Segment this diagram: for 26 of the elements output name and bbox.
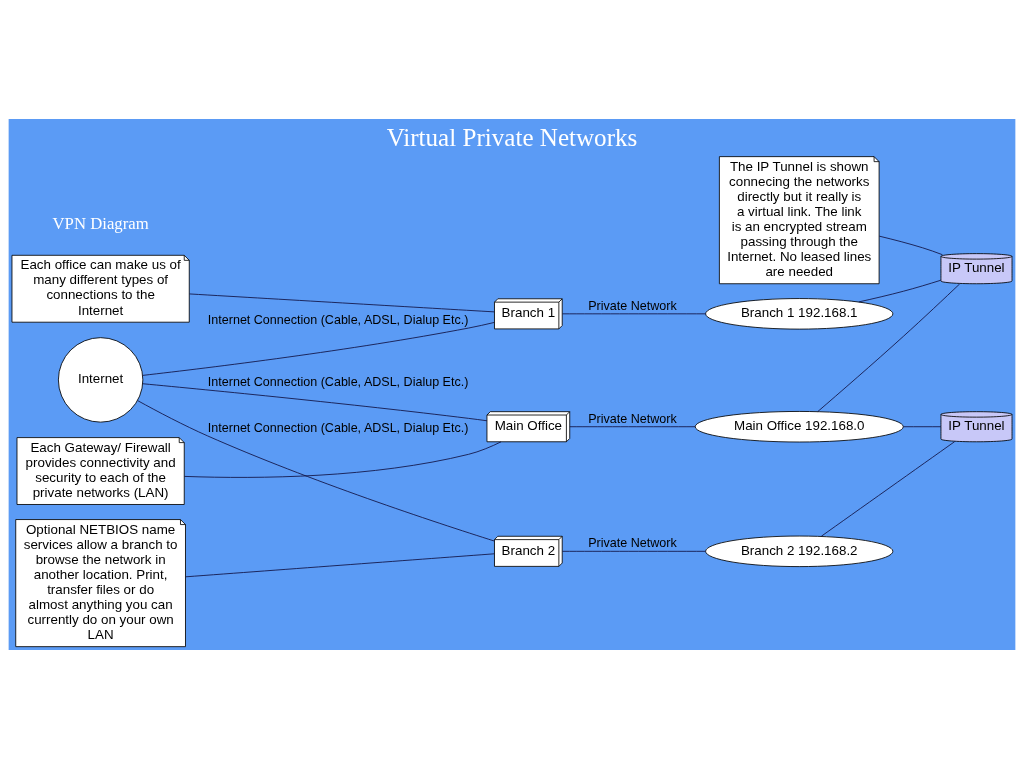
- connector: [903, 425, 942, 427]
- node-ellipse: Branch 2 192.168.2: [705, 535, 894, 567]
- edge-label: Private Network: [588, 411, 677, 426]
- connector: [185, 552, 495, 577]
- connector: [878, 235, 943, 255]
- edge-label: Internet Connection (Cable, ADSL, Dialup Etc.): [207, 420, 469, 435]
- node-ellipse: Branch 1 192.168.1: [705, 297, 894, 330]
- edge-label: Private Network: [588, 298, 677, 313]
- edge-label: Private Network: [588, 535, 677, 550]
- connector: [817, 282, 961, 412]
- connector: [562, 312, 707, 314]
- label: VPN Diagram: [52, 213, 149, 233]
- connector: [142, 382, 488, 421]
- connector: [569, 425, 696, 427]
- connector: [184, 440, 502, 478]
- connector: [189, 293, 495, 312]
- node-ellipse: Main Office 192.168.0: [694, 410, 904, 442]
- edge-label: Internet Connection (Cable, ADSL, Dialup Etc.): [207, 312, 469, 327]
- connector: [142, 321, 495, 376]
- connector: [137, 399, 495, 541]
- diagram-title: Virtual Private Networks: [386, 123, 638, 151]
- edge-label: Internet Connection (Cable, ADSL, Dialup Etc.): [207, 374, 469, 389]
- node-circle: Internet: [57, 336, 144, 423]
- connector: [820, 440, 956, 537]
- connector: [562, 550, 707, 552]
- connector: [858, 279, 942, 302]
